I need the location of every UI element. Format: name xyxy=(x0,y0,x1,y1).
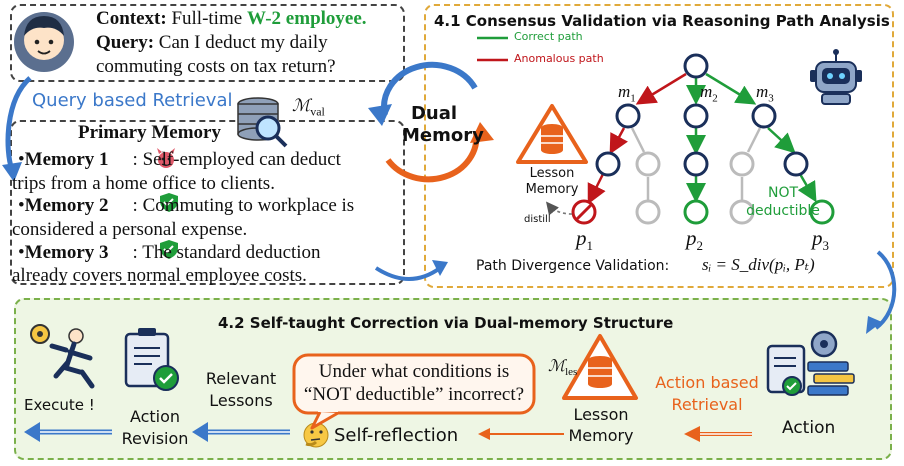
m-les-symbol: ℳles xyxy=(548,358,578,379)
lesson-memory-warning-icon xyxy=(516,104,588,164)
context-highlight: W-2 employee. xyxy=(246,8,367,29)
memory-item-3: •Memory 3: The standard deduction xyxy=(18,242,321,263)
memory-item-2-cont: considered a personal expense. xyxy=(12,219,248,240)
context-box xyxy=(10,4,405,82)
flow-arrow xyxy=(192,422,290,442)
shield-check-icon xyxy=(160,193,178,212)
query-label: Query: xyxy=(96,32,155,53)
divergence-formula: sᵢ = S_div(pᵢ, Pₜ) xyxy=(702,255,815,274)
context-line: Context: Full-time W-2 employee. xyxy=(96,8,367,30)
consensus-panel xyxy=(424,4,894,288)
divergence-label: Path Divergence Validation: xyxy=(476,258,670,274)
legend-anomalous-label: Anomalous path xyxy=(514,52,604,65)
tree-node-m1 xyxy=(615,103,641,129)
tree-leaf-p1 xyxy=(571,199,597,225)
memory-item-1: •Memory 1: Self-employed can deduct xyxy=(18,149,341,170)
dual-memory-cycle-icon xyxy=(368,61,494,183)
tree-leaf-p3 xyxy=(809,199,835,225)
reflection-speech-bubble xyxy=(292,353,536,430)
tree-node-m3 xyxy=(751,103,777,129)
primary-memory-title: Primary Memory xyxy=(78,122,221,143)
devil-icon xyxy=(157,148,175,168)
memory-item-1-cont: trips from a home office to clients. xyxy=(12,173,275,194)
execute-label: Execute ! xyxy=(24,396,95,414)
database-search-icon xyxy=(237,97,288,148)
execute-runner-icon xyxy=(30,324,95,389)
retrieval-curve-arrow xyxy=(5,76,32,171)
flow-arrow xyxy=(24,422,112,442)
flow-arrow xyxy=(684,426,752,442)
tree-node-m2 xyxy=(683,103,709,129)
action-label: Action xyxy=(782,418,836,438)
p1-label: p1 xyxy=(576,226,593,254)
query-text-1: Can I deduct my daily xyxy=(158,32,328,53)
action-revision-icon xyxy=(124,328,179,391)
lesson-memory-warning-icon xyxy=(562,334,638,400)
query-line: Query: Can I deduct my daily xyxy=(96,32,328,54)
flow-arrow xyxy=(478,428,564,440)
distill-label: distill xyxy=(524,214,551,225)
tree-leaf-p2 xyxy=(683,199,709,225)
query-based-retrieval-label: Query based Retrieval xyxy=(32,90,233,111)
consensus-title: 4.1 Consensus Validation via Reasoning P… xyxy=(434,12,890,30)
bubble-text: Under what conditions is“NOT deductible”… xyxy=(303,361,525,405)
memory-item-3-cont: already covers normal employee costs. xyxy=(12,265,307,286)
query-text-2: commuting costs on tax return? xyxy=(96,56,336,77)
p2-label: p2 xyxy=(686,226,703,254)
shield-check-icon xyxy=(160,240,178,259)
primary-memory-box xyxy=(10,120,405,285)
context-text: Full-time xyxy=(171,8,243,29)
user-avatar-icon xyxy=(14,12,74,72)
tree-root-node xyxy=(683,53,709,79)
correction-title: 4.2 Self-taught Correction via Dual-memo… xyxy=(218,314,674,332)
p3-label: p3 xyxy=(812,226,829,254)
action-gear-blocks-icon xyxy=(766,330,855,396)
memory-item-2: •Memory 2: Commuting to workplace is xyxy=(18,195,355,216)
m-val-symbol: ℳval xyxy=(292,96,325,119)
m1-label: m1 xyxy=(618,82,636,105)
m2-label: m2 xyxy=(700,82,718,105)
m3-label: m3 xyxy=(756,82,774,105)
legend-correct-label: Correct path xyxy=(514,30,583,43)
self-reflection-label: Self-reflection xyxy=(334,425,459,446)
context-label: Context: xyxy=(96,8,167,29)
robot-icon xyxy=(810,49,862,105)
